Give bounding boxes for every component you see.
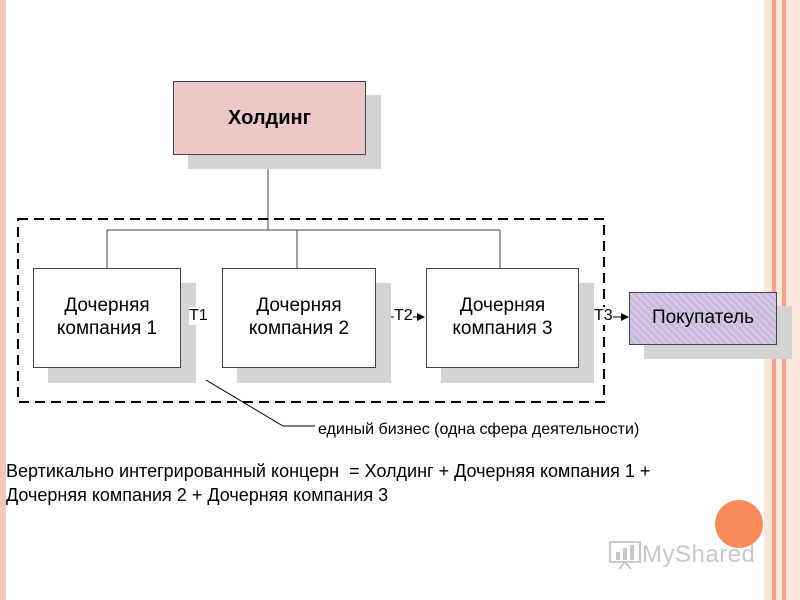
formula-line-1: Вертикально интегрированный концерн = Хо… <box>6 461 651 481</box>
transfer-label-3: Т3 <box>594 307 613 325</box>
formula-text: Вертикально интегрированный концерн = Хо… <box>6 459 766 507</box>
subsidiary-3-line1: Дочерняя <box>459 295 546 317</box>
subsidiary-3-box: Дочерняя компания 3 <box>426 268 579 368</box>
buyer-box: Покупатель <box>629 292 777 345</box>
subsidiary-1-box: Дочерняя компания 1 <box>33 268 181 368</box>
formula-line-2: Дочерняя компания 2 + Дочерняя компания … <box>6 485 389 505</box>
subsidiary-2-box: Дочерняя компания 2 <box>222 268 376 368</box>
logo-text: MyShared <box>642 541 756 568</box>
holding-box: Холдинг <box>173 81 366 155</box>
presentation-board-icon <box>609 541 641 570</box>
caption-leader-line <box>205 379 315 427</box>
orange-circle-decoration <box>715 500 763 548</box>
subsidiary-1-line1: Дочерняя <box>64 295 150 317</box>
transfer-label-2: Т2 <box>394 307 413 325</box>
group-caption: единый бизнес (одна сфера деятельности) <box>318 421 640 438</box>
subsidiary-2-line2: компания 2 <box>248 318 350 339</box>
subsidiary-2-line1: Дочерняя <box>256 295 342 317</box>
myshared-logo: MyShared <box>608 540 755 570</box>
transfer-label-1: Т1 <box>189 307 208 325</box>
subsidiary-3-line2: компания 3 <box>452 318 553 339</box>
subsidiary-1-line2: компания 1 <box>56 318 158 339</box>
left-frame-stripe <box>0 0 6 600</box>
holding-label: Холдинг <box>228 107 311 129</box>
buyer-label: Покупатель <box>651 307 755 329</box>
